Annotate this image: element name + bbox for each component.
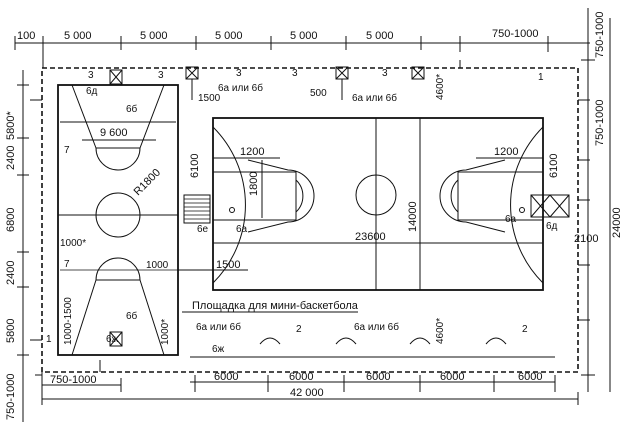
bottom-equipment-row: 6а или 6б 6а или 6б 2 2 6ж 4600* [190,318,555,358]
bottom-dimension-chain: 750-1000 6000 6000 6000 6000 6000 42 000 [35,371,579,405]
marker-2: 2 [296,324,302,335]
free-throw-dim: 1800 [248,172,260,196]
marker-6a-or-6b: 6а или 6б [218,82,263,94]
free-throw-arc-left [295,179,304,213]
marker-7: 7 [64,145,70,156]
three-point-arc-right [510,126,544,284]
right-dim-label: 24000 [611,207,623,238]
marker-6a-or-6b: 6а или 6б [354,321,399,333]
key-dim-left: 1200 [240,146,264,158]
mini-basketball-court: 9 600 R1800 1000* 1000 1000-1500 1000* 6… [46,69,180,356]
three-point-arc-left [212,126,246,284]
marker-1: 1 [538,72,544,83]
marker-3: 3 [88,70,94,81]
top-equipment-row: 1500 500 6а или 6б 6а или 6б 3 3 3 4600*… [185,66,544,104]
court-length: 23600 [355,231,386,243]
left-dim-label: 2400 [5,261,17,285]
top-dimension-chain: 100 5 000 5 000 5 000 5 000 5 000 750-10… [14,28,590,68]
marker-6a: 6а [236,224,248,235]
key-flare-right [439,159,506,233]
bottom-dim-label: 6000 [289,371,313,383]
top-dim-label: 5 000 [366,30,394,42]
bottom-dim-label: 750-1000 [50,374,97,386]
marker-6a-or-6b: 6а или 6б [196,321,241,333]
mini-dim-label: 1000 [146,260,169,271]
marker-6b: 6б [126,103,138,115]
marker-6d: 6д [546,221,558,232]
offset-dim: 1500 [216,259,240,271]
hoop-stand-right [530,194,570,218]
mini-center-radius: R1800 [132,167,163,198]
marker-6d: 6д [86,86,98,97]
top-dim-label: 5 000 [64,30,92,42]
marker-3: 3 [236,68,242,79]
right-dim-label: 2100 [574,233,598,245]
dim-4600: 4600* [435,74,446,100]
top-dim-label: 100 [17,30,35,42]
bottom-dim-label: 6000 [440,371,464,383]
marker-1: 1 [46,334,52,345]
top-dim-label: 5 000 [140,30,168,42]
mini-free-throw-arc-bottom [95,257,141,281]
right-dimension-chain: 750-1000 750-1000 24000 2100 [574,8,623,392]
mini-court-caption: Площадка для мини-баскетбола [192,300,359,312]
mini-court-width: 9 600 [100,127,128,139]
site-boundary [41,67,579,373]
total-length-label: 42 000 [290,387,324,399]
mini-court-center-circle [95,192,141,238]
marker-6a-or-6b: 6а или 6б [352,92,397,104]
bottom-dim-label: 6000 [366,371,390,383]
key-flare-left [247,159,315,233]
right-dim-label: 750-1000 [594,12,606,59]
top-dim-label: 750-1000 [492,28,539,40]
left-dim-label: 750-1000 [5,374,17,421]
dim-4600: 4600* [435,318,446,344]
mini-key-bottom [71,279,165,356]
mini-hoop-stand-bottom [109,331,123,347]
left-dim-label: 6800 [5,208,17,232]
mini-key-top [71,84,165,149]
marker-6e: 6е [197,224,209,235]
mini-dim-label: 1000-1500 [63,297,74,345]
marker-7: 7 [64,259,70,270]
left-dim-label: 5800* [5,111,17,140]
court-width: 14000 [407,201,419,232]
perimeter-markers [30,60,590,372]
mini-dim-label: 1000* [160,319,171,345]
mini-dim-label: 1000* [60,238,86,249]
bottom-dim-label: 6000 [518,371,542,383]
basketball-court: 23600 14000 1200 1200 1800 6100 6100 150… [178,117,570,291]
mini-hoop-stand-top [109,69,123,85]
bottom-dim-label: 6000 [214,371,238,383]
dim-1500: 1500 [198,93,221,104]
key-dim-right: 1200 [494,146,518,158]
side-dim-left: 6100 [189,154,201,178]
side-dim-right: 6100 [548,154,560,178]
free-throw-arc-right [450,179,459,213]
hoop-stand-left [183,194,211,224]
court-outline [212,117,544,291]
top-dim-label: 5 000 [215,30,243,42]
left-dim-label: 2400 [5,146,17,170]
left-dim-label: 5800 [5,319,17,343]
key-right [457,171,543,221]
marker-3: 3 [292,68,298,79]
dim-500: 500 [310,88,327,99]
marker-6zh: 6ж [212,344,225,355]
marker-6a: 6а [505,214,517,225]
marker-3: 3 [382,68,388,79]
marker-3: 3 [158,70,164,81]
left-dimension-chain: 5800* 2400 6800 2400 5800 750-1000 [5,70,29,422]
marker-6zh: 6ж [106,334,119,345]
top-dim-label: 5 000 [290,30,318,42]
marker-6b: 6б [126,310,138,322]
right-dim-label: 750-1000 [594,100,606,147]
mini-free-throw-arc-top [95,147,141,171]
mini-court-outline [57,84,179,356]
court-center-circle [355,174,397,216]
marker-2: 2 [522,324,528,335]
key-left [213,171,297,221]
